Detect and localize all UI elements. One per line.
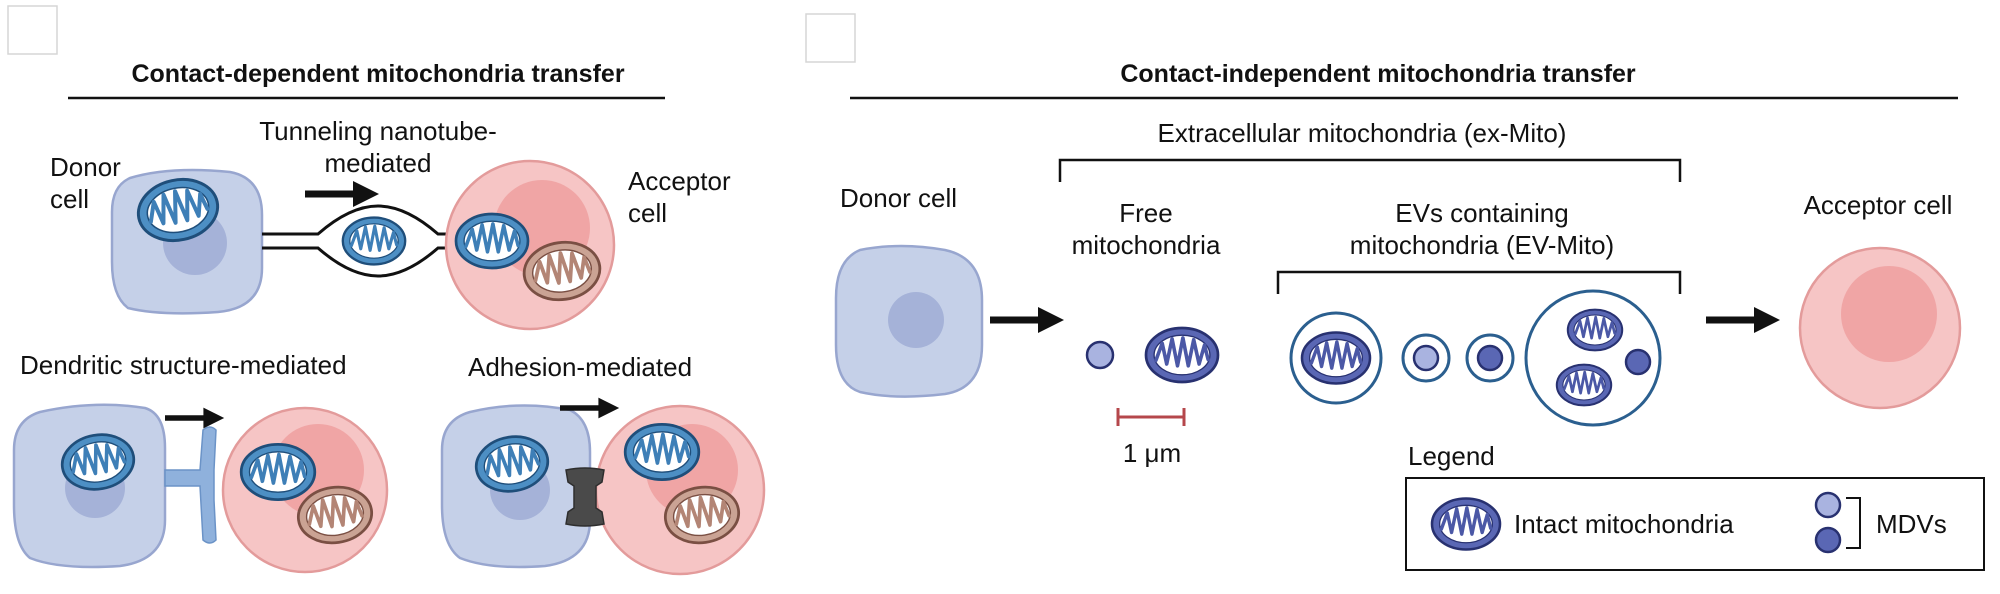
right-panel-title: Contact-independent mitochondria transfe… [1120, 60, 1636, 88]
adhesion-acceptor-mito-icon [623, 422, 701, 482]
ev-large-2-mito-icon-2 [1555, 363, 1613, 407]
dendritic-arrow [165, 408, 224, 429]
tnt-label-2: mediated [325, 148, 432, 178]
legend-mdv-light-icon [1814, 491, 1842, 519]
ev-small-2-mdv-icon [1476, 344, 1504, 372]
dendritic-structure [164, 426, 217, 544]
right-acceptor-label: Acceptor cell [1804, 190, 1953, 220]
ev-scene [1289, 289, 1662, 427]
dendritic-acceptor-mito-icon [239, 442, 317, 502]
free-mdv-icon [1085, 340, 1115, 370]
tnt-donor-label-2: cell [50, 184, 89, 214]
right-arrow-2 [1706, 307, 1780, 333]
tnt-label-1: Tunneling nanotube- [259, 116, 497, 146]
tnt-acceptor-label-2: cell [628, 198, 667, 228]
right-donor-label: Donor cell [840, 183, 957, 213]
right-donor-scene [834, 244, 984, 398]
ev-large-2-mito-icon-1 [1566, 308, 1624, 352]
ev-large-2-mdv-icon [1624, 348, 1652, 376]
ev-small-1-mdv-icon [1412, 344, 1440, 372]
ev-large-1-mito-icon [1300, 330, 1372, 386]
adhesion-junction-icon [565, 467, 605, 527]
legend-box [1405, 477, 1985, 571]
ev-mito-label-2: mitochondria (EV-Mito) [1350, 230, 1614, 260]
exmito-label: Extracellular mitochondria (ex-Mito) [1158, 118, 1567, 148]
legend-heading: Legend [1408, 441, 1495, 471]
legend-mdv-bracket [1846, 497, 1861, 549]
panel-a-label-box [7, 5, 58, 55]
exmito-bracket [1058, 158, 1682, 182]
right-arrow-1 [990, 307, 1064, 333]
tnt-tube-mito-icon [341, 216, 407, 266]
adhesion-scene [440, 398, 766, 576]
ev-bracket [1276, 270, 1682, 294]
ev-mito-label-1: EVs containing [1395, 198, 1568, 228]
tnt-arrow [305, 181, 379, 207]
tnt-scene [110, 159, 616, 331]
free-mito-label-1: Free [1119, 198, 1172, 228]
legend-intact-label: Intact mitochondria [1514, 509, 1734, 539]
scale-label: 1 μm [1123, 438, 1181, 468]
panel-b-label-box [805, 13, 856, 63]
dendritic-scene [12, 403, 389, 574]
right-donor-nucleus [888, 292, 944, 348]
dendritic-label: Dendritic structure-mediated [20, 350, 347, 380]
legend-intact-mito-icon [1430, 496, 1502, 552]
legend-mdv-label: MDVs [1876, 509, 1947, 539]
tnt-donor-label-1: Donor [50, 152, 121, 182]
legend-mdv-dark-icon [1814, 526, 1842, 554]
adhesion-label: Adhesion-mediated [468, 352, 692, 382]
free-mito-scene [1085, 326, 1220, 384]
right-acceptor-nucleus [1841, 266, 1937, 362]
right-acceptor-scene [1798, 246, 1962, 410]
free-mito-label-2: mitochondria [1072, 230, 1221, 260]
tnt-acceptor-label-1: Acceptor [628, 166, 731, 196]
tnt-acceptor-mito-icon [454, 212, 530, 270]
left-panel-title: Contact-dependent mitochondria transfer [131, 60, 624, 88]
free-mito-icon [1144, 326, 1220, 384]
tnt-tube [262, 204, 458, 278]
